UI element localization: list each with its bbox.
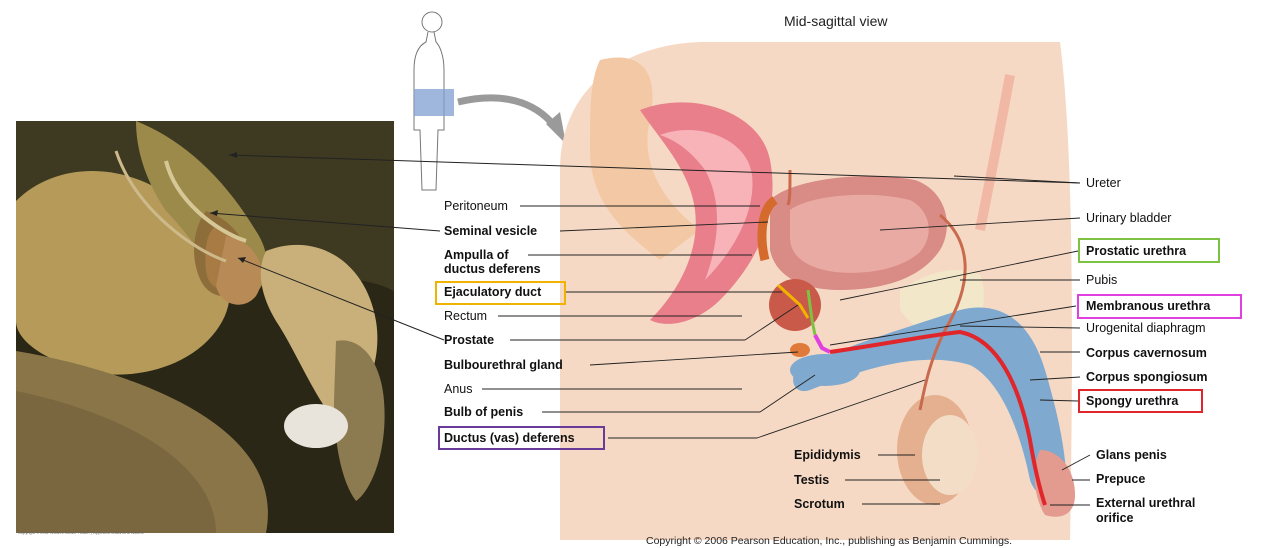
label-bulb-of-penis: Bulb of penis — [444, 405, 524, 419]
body-silhouette — [413, 11, 445, 191]
label-glans-penis: Glans penis — [1096, 448, 1167, 462]
photo-copyright: Copyright © 2011 Wolters Kluwer Health |… — [18, 530, 144, 535]
label-leader-lines — [482, 175, 1091, 506]
label-rectum: Rectum — [444, 309, 488, 323]
highlight-box-ductus — [438, 426, 605, 450]
label-scrotum: Scrotum — [794, 497, 845, 511]
spongy-urethra-path — [829, 329, 1047, 506]
label-external-urethral-line2: orifice — [1096, 511, 1134, 525]
label-ampulla-line2: ductus deferens — [444, 262, 541, 276]
label-ejaculatory-duct: Ejaculatory duct — [444, 285, 542, 299]
label-ampulla-line1: Ampulla of — [444, 248, 509, 262]
bulb-shape — [790, 354, 860, 386]
view-title: Mid-sagittal view — [784, 13, 888, 29]
ejaculatory-duct-path — [776, 283, 810, 319]
label-prepuce: Prepuce — [1096, 472, 1146, 486]
highlight-box-membranous — [1077, 294, 1242, 319]
label-prostate: Prostate — [444, 333, 495, 347]
photo-leader-lines — [209, 154, 1081, 341]
abdominal-wall — [975, 74, 1015, 231]
seminal-vesicle-shape — [757, 196, 778, 262]
label-spongy-urethra: Spongy urethra — [1086, 394, 1179, 408]
testis-shape — [922, 415, 978, 495]
label-corpus-cavernosum: Corpus cavernosum — [1086, 346, 1207, 360]
cadaver-photo-drawing — [16, 121, 394, 533]
highlight-box-ejaculatory — [435, 281, 566, 305]
cadaver-photo — [16, 121, 394, 533]
label-epididymis: Epididymis — [794, 448, 861, 462]
region-highlight — [414, 89, 454, 116]
label-external-urethral-line1: External urethral — [1096, 496, 1196, 510]
prostatic-urethra-path — [806, 289, 817, 336]
label-peritoneum: Peritoneum — [444, 199, 508, 213]
label-prostatic-urethra: Prostatic urethra — [1086, 244, 1187, 258]
label-testis: Testis — [794, 473, 830, 487]
ductus-deferens-path — [918, 213, 967, 411]
rectum-inner — [660, 129, 753, 280]
label-pubis: Pubis — [1086, 273, 1118, 287]
copyright-text: Copyright © 2006 Pearson Education, Inc.… — [646, 535, 1013, 547]
label-urogenital-diaphragm: Urogenital diaphragm — [1086, 321, 1206, 335]
highlight-box-spongy — [1078, 389, 1203, 413]
view-arrowhead — [546, 112, 566, 144]
membranous-urethra-path — [813, 334, 831, 354]
photo-leader-arrowheads — [210, 152, 246, 263]
view-arrow — [457, 94, 559, 131]
highlight-box-prostatic — [1078, 238, 1220, 263]
label-corpus-spongiosum: Corpus spongiosum — [1086, 370, 1208, 384]
label-ureter: Ureter — [1086, 176, 1121, 190]
label-membranous-urethra: Membranous urethra — [1086, 299, 1211, 313]
sacrum — [590, 57, 700, 260]
bulbourethral-shape — [790, 343, 810, 357]
label-urinary-bladder: Urinary bladder — [1086, 211, 1172, 225]
label-anus: Anus — [444, 382, 473, 396]
label-bulbourethral-gland: Bulbourethral gland — [444, 358, 563, 372]
label-seminal-vesicle: Seminal vesicle — [444, 224, 538, 238]
label-ductus-deferens: Ductus (vas) deferens — [444, 431, 575, 445]
ureter-path — [786, 169, 792, 206]
bladder-inner — [790, 194, 929, 273]
